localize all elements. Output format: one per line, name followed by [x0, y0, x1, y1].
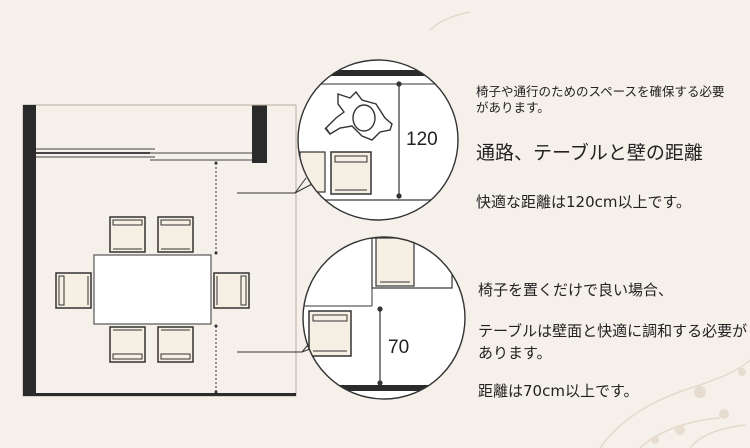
decorative-blossoms [651, 368, 746, 444]
decorative-branch [429, 11, 750, 448]
callout-pointer-top [237, 177, 313, 194]
magnified-view-aisle: 120 [297, 59, 459, 221]
chair-top-left [109, 216, 146, 253]
aisle-space-note: 椅子や通行のためのスペースを確保する必要があります。 [476, 84, 725, 115]
chair-bottom-right [157, 326, 194, 363]
wall-bottom [23, 393, 296, 396]
chair-only-heading: 椅子を置くだけで良い場合、 [478, 281, 674, 299]
room-plan [22, 104, 297, 397]
chair-only-note: テーブルは壁面と快適に調和する必要があります。 [478, 322, 748, 362]
aisle-distance-detail: 快適な距離は120cm以上です。 [476, 193, 691, 211]
chair-right [213, 272, 250, 309]
dimension-arrow-70 [377, 306, 383, 386]
dimension-label-70: 70 [388, 337, 409, 358]
dimension-arrow-120 [396, 81, 402, 199]
chair-bottom-left [109, 326, 146, 363]
chair-left [55, 272, 92, 309]
chair-only-distance-detail: 距離は70cm以上です。 [478, 382, 639, 400]
walking-person-icon [324, 90, 393, 141]
sliding-window [36, 148, 252, 161]
wall-left [23, 105, 36, 396]
dimension-label-120: 120 [406, 129, 438, 150]
chair-magnified [330, 151, 372, 195]
aisle-heading: 通路、テーブルと壁の距離 [476, 142, 703, 164]
wall-right-upper [252, 105, 267, 163]
chair-magnified-lower [308, 310, 352, 357]
magnified-view-chair: 70 [302, 236, 466, 400]
chair-top-right [157, 216, 194, 253]
dining-table [93, 254, 212, 325]
